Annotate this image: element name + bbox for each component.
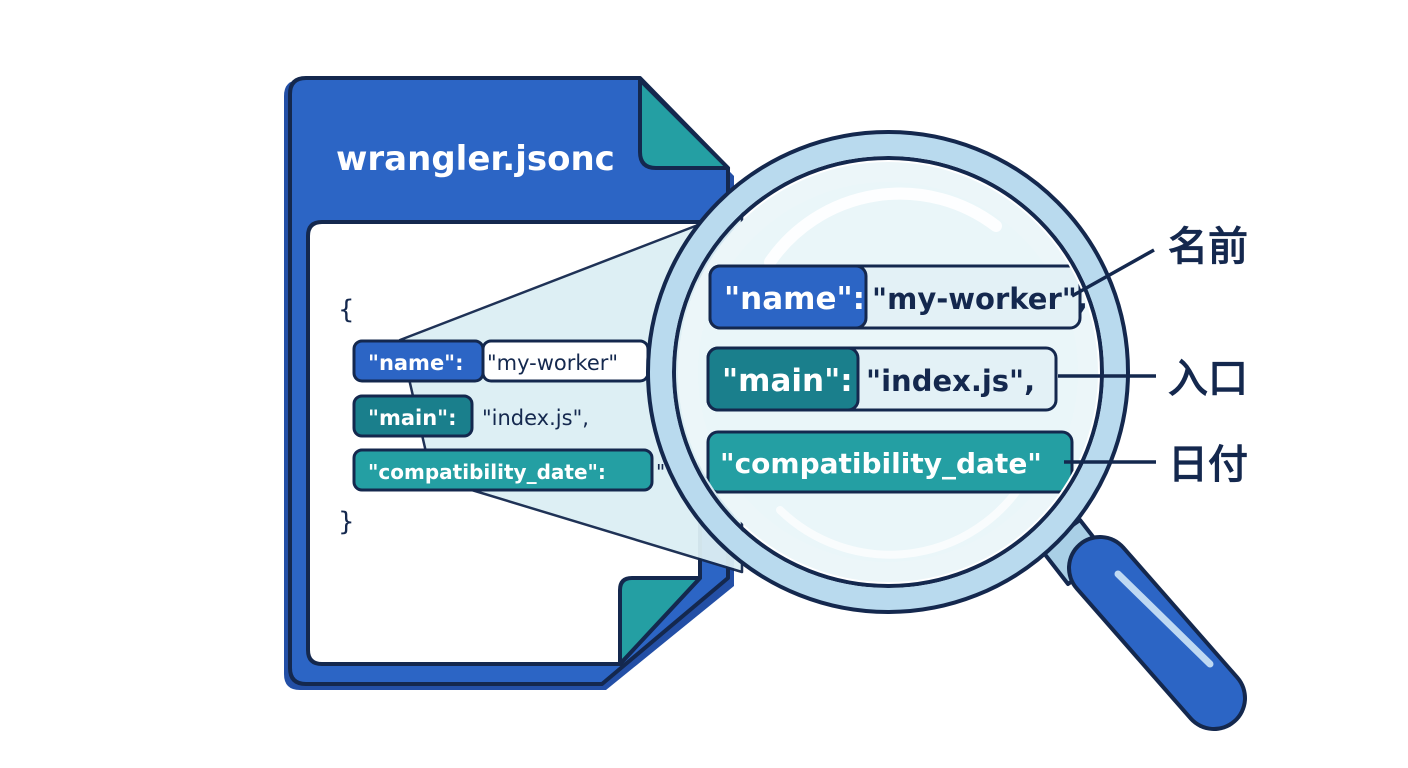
close-brace: } [338, 507, 355, 537]
code-line-compat: "compatibility_date": " [352, 448, 665, 492]
code-value: "my-worker" [487, 351, 618, 375]
code-value: " [656, 460, 665, 484]
code-line-name: "name": "my-worker" [352, 339, 650, 383]
code-line-main: "main": "index.js", [352, 394, 589, 438]
callout-label-entry: 入口 [1168, 356, 1248, 402]
magnified-key: "main": [722, 363, 853, 399]
magnified-key: "name": [724, 281, 865, 317]
magnifying-glass-icon: "name": "my-worker", "main": "index.js",… [646, 130, 1247, 731]
code-value: "index.js", [482, 406, 589, 430]
magnified-code: "name": "my-worker", "main": "index.js",… [706, 264, 1088, 494]
magnified-key: "compatibility_date" [720, 447, 1042, 480]
magnified-line-compat: "compatibility_date" [706, 430, 1074, 494]
file-code: { "name": "my-worker" "main": "index.js"… [338, 295, 665, 537]
code-key: "main": [368, 406, 456, 430]
magnified-line-name: "name": "my-worker", [708, 264, 1088, 330]
file-corner-fold [638, 78, 730, 170]
file-title: wrangler.jsonc [336, 139, 615, 179]
code-key: "compatibility_date": [368, 460, 606, 484]
code-key: "name": [368, 351, 464, 375]
callout-label-date: 日付 [1168, 442, 1248, 488]
magnified-line-main: "main": "index.js", [706, 346, 1058, 412]
callout-leader-name [1071, 248, 1155, 298]
magnified-value: "my-worker", [872, 282, 1088, 316]
open-brace: { [338, 295, 355, 325]
lens-rim [672, 156, 1104, 588]
magnified-value: "index.js", [866, 364, 1035, 398]
magnifier-handle [1038, 518, 1247, 731]
callout-label-name: 名前 [1168, 224, 1248, 270]
callouts: 名前 入口 日付 [1058, 224, 1248, 488]
file-bottom-corner [618, 576, 702, 666]
